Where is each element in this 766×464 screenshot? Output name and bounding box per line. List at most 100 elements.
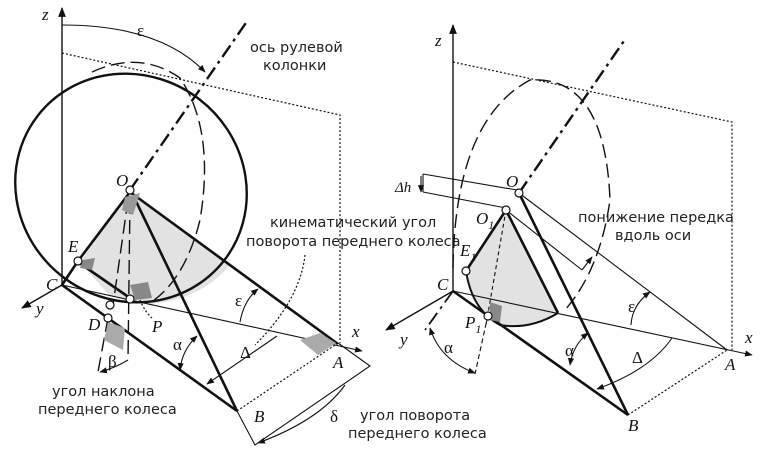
line-CB — [61, 283, 238, 413]
vertical-plane — [452, 61, 733, 350]
label-x: x — [744, 328, 753, 347]
right-angle-mark-P1 — [490, 302, 502, 322]
label-A: A — [332, 353, 344, 372]
right-angle-mark-A — [300, 333, 336, 355]
axis-projection — [424, 290, 454, 331]
line-E1O1 — [464, 209, 508, 272]
label-epsilon: ε — [628, 297, 635, 316]
Delta-arc — [206, 335, 278, 385]
label-O1: O1 — [476, 209, 494, 232]
label-alpha: α — [173, 335, 182, 354]
alpha-arc — [567, 332, 589, 366]
label-A: A — [724, 355, 736, 374]
label-C: C — [46, 275, 58, 294]
line-BA-dotted — [236, 342, 339, 412]
label-z: z — [41, 5, 49, 24]
delta-arc — [257, 384, 346, 444]
label-epsilon-top: ε — [137, 21, 144, 40]
label-P1: P1 — [464, 313, 481, 336]
label-E1-main: E — [459, 241, 471, 260]
point-D — [103, 313, 113, 323]
label-alpha: α — [565, 341, 574, 360]
label-dh: Δh — [394, 180, 411, 196]
kinematic-pointer — [254, 254, 306, 346]
right-angle-mark-P — [130, 282, 152, 300]
label-B: B — [628, 416, 639, 435]
y-axis — [21, 284, 63, 309]
caption-steering-axis-1: ось рулевой — [250, 40, 343, 56]
caption-lowering-2: вдоль оси — [615, 228, 691, 244]
line-CB — [452, 289, 629, 417]
epsilon-arc — [630, 291, 651, 326]
point-P1 — [483, 311, 493, 321]
caption-kinematic-2: поворота переднего колеса — [246, 234, 461, 250]
label-C: C — [437, 275, 449, 294]
beta-arc — [99, 359, 129, 374]
label-B: B — [254, 407, 265, 426]
label-Delta: Δ — [632, 348, 643, 367]
caption-steering-axis-2: колонки — [263, 58, 326, 74]
label-y: y — [34, 299, 44, 318]
right-angle-mark-D — [104, 322, 125, 350]
point-P — [125, 294, 135, 304]
right-angle-mark-E — [80, 258, 95, 270]
line-O1P1 — [485, 209, 507, 326]
label-epsilon: ε — [235, 291, 242, 310]
label-O: O — [506, 172, 518, 191]
lowering-arrow — [581, 256, 593, 271]
steering-axis — [129, 19, 249, 191]
label-P: P — [151, 317, 162, 336]
point-E1 — [461, 266, 471, 276]
label-O: O — [116, 171, 128, 190]
epsilon-top-arc — [61, 24, 206, 73]
wheel-rotated-arc — [452, 79, 611, 311]
point-mid — [105, 300, 115, 310]
label-P1-sub: 1 — [475, 322, 481, 336]
label-D: D — [87, 315, 101, 334]
caption-camber-1: угол наклона — [52, 384, 155, 400]
x-axis — [452, 290, 753, 357]
caption-camber-2: переднего колеса — [38, 402, 177, 418]
kinematic-cone-shade — [80, 192, 230, 304]
label-E1-sub: 1 — [470, 250, 476, 264]
dh-bracket — [422, 173, 518, 209]
line-O1-cone — [504, 209, 560, 314]
label-alpha-y: α — [444, 338, 453, 357]
tilt-line — [97, 317, 109, 373]
point-O1 — [501, 205, 511, 215]
vertical-line — [127, 199, 131, 361]
steering-axis — [518, 37, 627, 194]
label-delta: δ — [330, 407, 338, 426]
alpha-arc — [177, 335, 198, 371]
line-OA — [129, 190, 339, 346]
line-CE — [60, 260, 80, 286]
left-panel: z y x O E C D P A B ε ε α Δ δ β ось руле… — [14, 5, 487, 446]
point-O — [125, 185, 135, 195]
line-O1-down — [505, 209, 583, 271]
caption-kinematic-1: кинематический угол — [270, 215, 436, 231]
wheel-tilt-line — [474, 314, 489, 375]
caption-steer-1: угол поворота — [360, 408, 470, 424]
label-y: y — [398, 330, 408, 349]
caption-lowering-1: понижение передка — [578, 210, 734, 226]
label-beta: β — [108, 352, 117, 371]
lowered-cone-shade — [466, 210, 558, 327]
line-OA — [518, 192, 728, 351]
point-E — [73, 256, 83, 266]
line-EO — [76, 191, 132, 262]
point-O — [514, 188, 524, 198]
label-E1: E1 — [459, 241, 476, 264]
caption-steer-2: переднего колеса — [348, 426, 487, 442]
label-E: E — [67, 237, 79, 256]
epsilon-arc — [239, 288, 259, 323]
line-OB — [517, 192, 630, 416]
label-z: z — [434, 31, 442, 50]
label-Delta: Δ — [240, 343, 251, 362]
wheel-plane-line — [112, 199, 129, 306]
vertical-plane — [61, 52, 341, 343]
wheel-rotated-arc — [91, 61, 206, 304]
label-O1-sub: 1 — [488, 218, 494, 232]
P-pointer — [139, 299, 153, 319]
right-angle-mark-O — [122, 193, 140, 215]
